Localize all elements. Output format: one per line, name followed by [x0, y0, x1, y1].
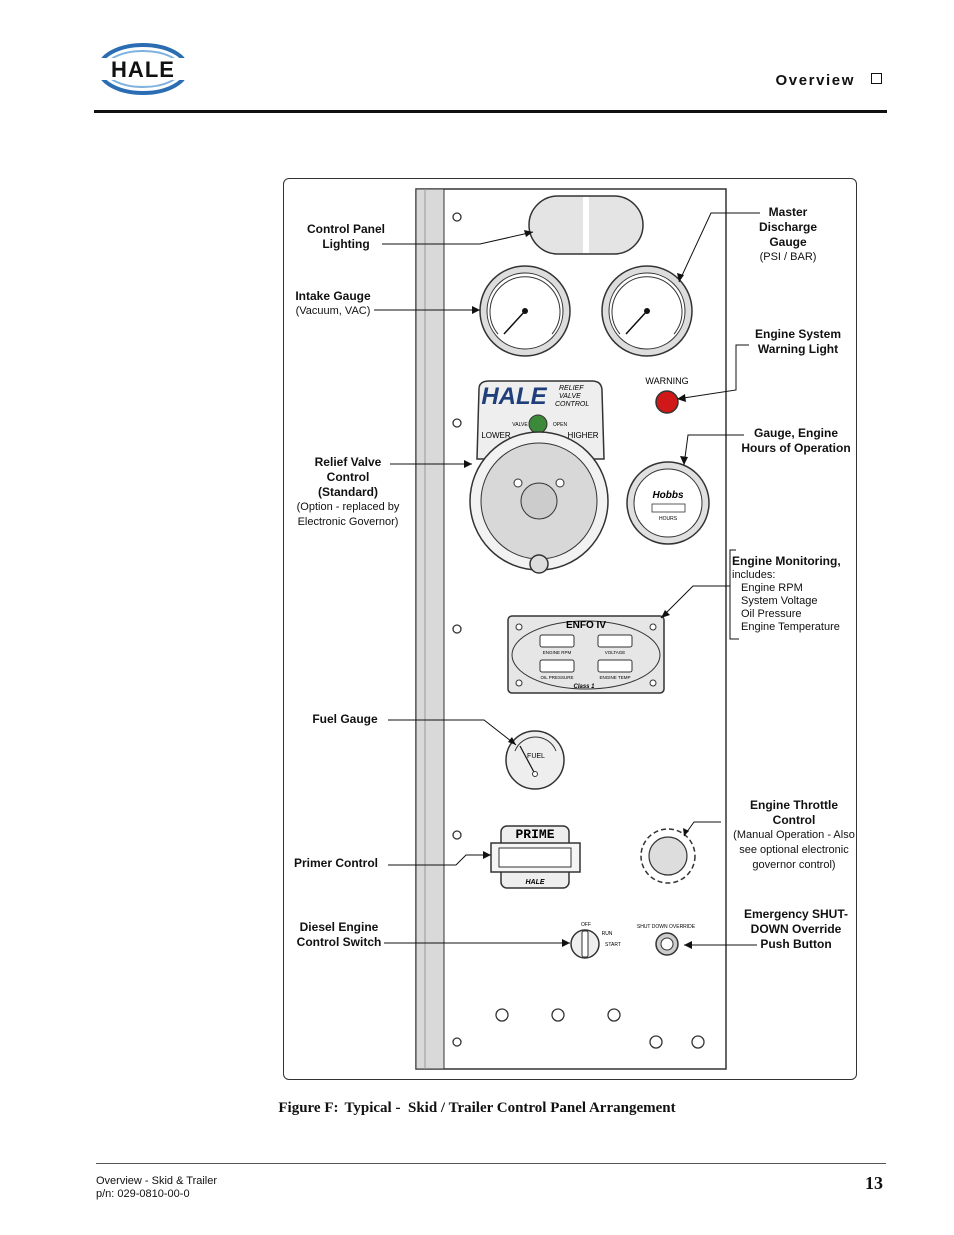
primer-control-icon: PRIME HALE	[490, 825, 581, 889]
relief-valve-control-icon: HALE RELIEF VALVE CONTROL VALVE OPEN LOW…	[469, 380, 609, 574]
control-panel-diagram: HALE RELIEF VALVE CONTROL VALVE OPEN LOW…	[374, 188, 760, 1070]
footer-rule	[96, 1163, 886, 1164]
svg-text:HALE: HALE	[525, 879, 544, 886]
svg-text:CONTROL: CONTROL	[555, 401, 589, 408]
hours-gauge-icon: Hobbs HOURS	[626, 461, 710, 545]
svg-text:RELIEF: RELIEF	[559, 385, 584, 392]
svg-text:WARNING: WARNING	[645, 376, 688, 386]
svg-text:HALE: HALE	[111, 57, 175, 82]
intake-gauge-icon	[479, 265, 571, 357]
svg-text:SHUT DOWN OVERRIDE: SHUT DOWN OVERRIDE	[637, 924, 696, 930]
hale-logo: HALE	[97, 43, 189, 95]
label-master-discharge-gauge: Master Discharge Gauge (PSI / BAR)	[758, 205, 818, 263]
svg-text:VALVE: VALVE	[512, 422, 528, 428]
svg-text:Hobbs: Hobbs	[652, 490, 684, 501]
label-intake-gauge: Intake Gauge (Vacuum, VAC)	[295, 289, 371, 317]
svg-text:PRIME: PRIME	[515, 827, 554, 842]
checkbox-bullet-icon	[871, 73, 882, 84]
label-primer-control: Primer Control	[293, 856, 378, 870]
footer-doc-info: Overview - Skid & Trailer p/n: 029-0810-…	[96, 1175, 217, 1201]
svg-text:HIGHER: HIGHER	[567, 431, 598, 440]
shutdown-override-button-icon	[655, 932, 679, 956]
label-fuel-gauge: Fuel Gauge	[312, 712, 378, 726]
engine-control-switch-icon: OFF RUN START	[570, 922, 621, 959]
svg-text:FUEL: FUEL	[527, 753, 545, 760]
label-emergency-shutdown: Emergency SHUT-DOWN Override Push Button	[743, 907, 849, 951]
label-hours-gauge: Gauge, Engine Hours of Operation	[741, 426, 851, 455]
enfo-iv-monitor-icon: ENFO IV ENGINE RPM VOLTAGE OIL PRESSURE …	[507, 615, 665, 694]
svg-text:LOWER: LOWER	[481, 431, 511, 440]
svg-text:VOLTAGE: VOLTAGE	[605, 650, 626, 655]
svg-text:HOURS: HOURS	[659, 516, 678, 522]
label-relief-valve-control: Relief Valve Control (Standard) (Option …	[296, 455, 400, 528]
discharge-gauge-icon	[601, 265, 693, 357]
svg-text:HALE: HALE	[481, 383, 547, 410]
svg-text:ENGINE TEMP: ENGINE TEMP	[600, 675, 631, 680]
section-title: Overview	[775, 72, 882, 89]
svg-text:OPEN: OPEN	[553, 422, 568, 428]
svg-text:VALVE: VALVE	[559, 393, 581, 400]
svg-text:OIL PRESSURE: OIL PRESSURE	[540, 675, 573, 680]
throttle-knob-icon	[640, 828, 696, 884]
label-throttle-control: Engine Throttle Control (Manual Operatio…	[733, 798, 855, 871]
svg-text:START: START	[605, 942, 621, 948]
label-engine-warning-light: Engine System Warning Light	[754, 327, 842, 356]
label-engine-monitoring: Engine Monitoring, includes: Engine RPM …	[732, 554, 841, 633]
svg-text:RUN: RUN	[602, 931, 613, 937]
figure-caption: Figure F:Typical - Skid / Trailer Contro…	[278, 1100, 676, 1116]
label-diesel-engine-switch: Diesel Engine Control Switch	[296, 920, 382, 949]
svg-text:ENFO IV: ENFO IV	[566, 620, 606, 631]
label-control-panel-lighting: Control Panel Lighting	[306, 222, 385, 251]
control-panel-figure: HALE RELIEF VALVE CONTROL VALVE OPEN LOW…	[283, 178, 857, 1080]
fuel-gauge-icon: FUEL	[505, 730, 565, 790]
page-number: 13	[865, 1173, 883, 1193]
svg-text:Class 1: Class 1	[573, 684, 595, 690]
warning-light-icon	[655, 390, 679, 414]
svg-text:OFF: OFF	[581, 922, 591, 928]
header-rule	[94, 110, 887, 113]
footer-part-number: p/n: 029-0810-00-0	[96, 1188, 190, 1200]
footer-doc-title: Overview - Skid & Trailer	[96, 1175, 218, 1187]
svg-text:ENGINE RPM: ENGINE RPM	[543, 650, 572, 655]
